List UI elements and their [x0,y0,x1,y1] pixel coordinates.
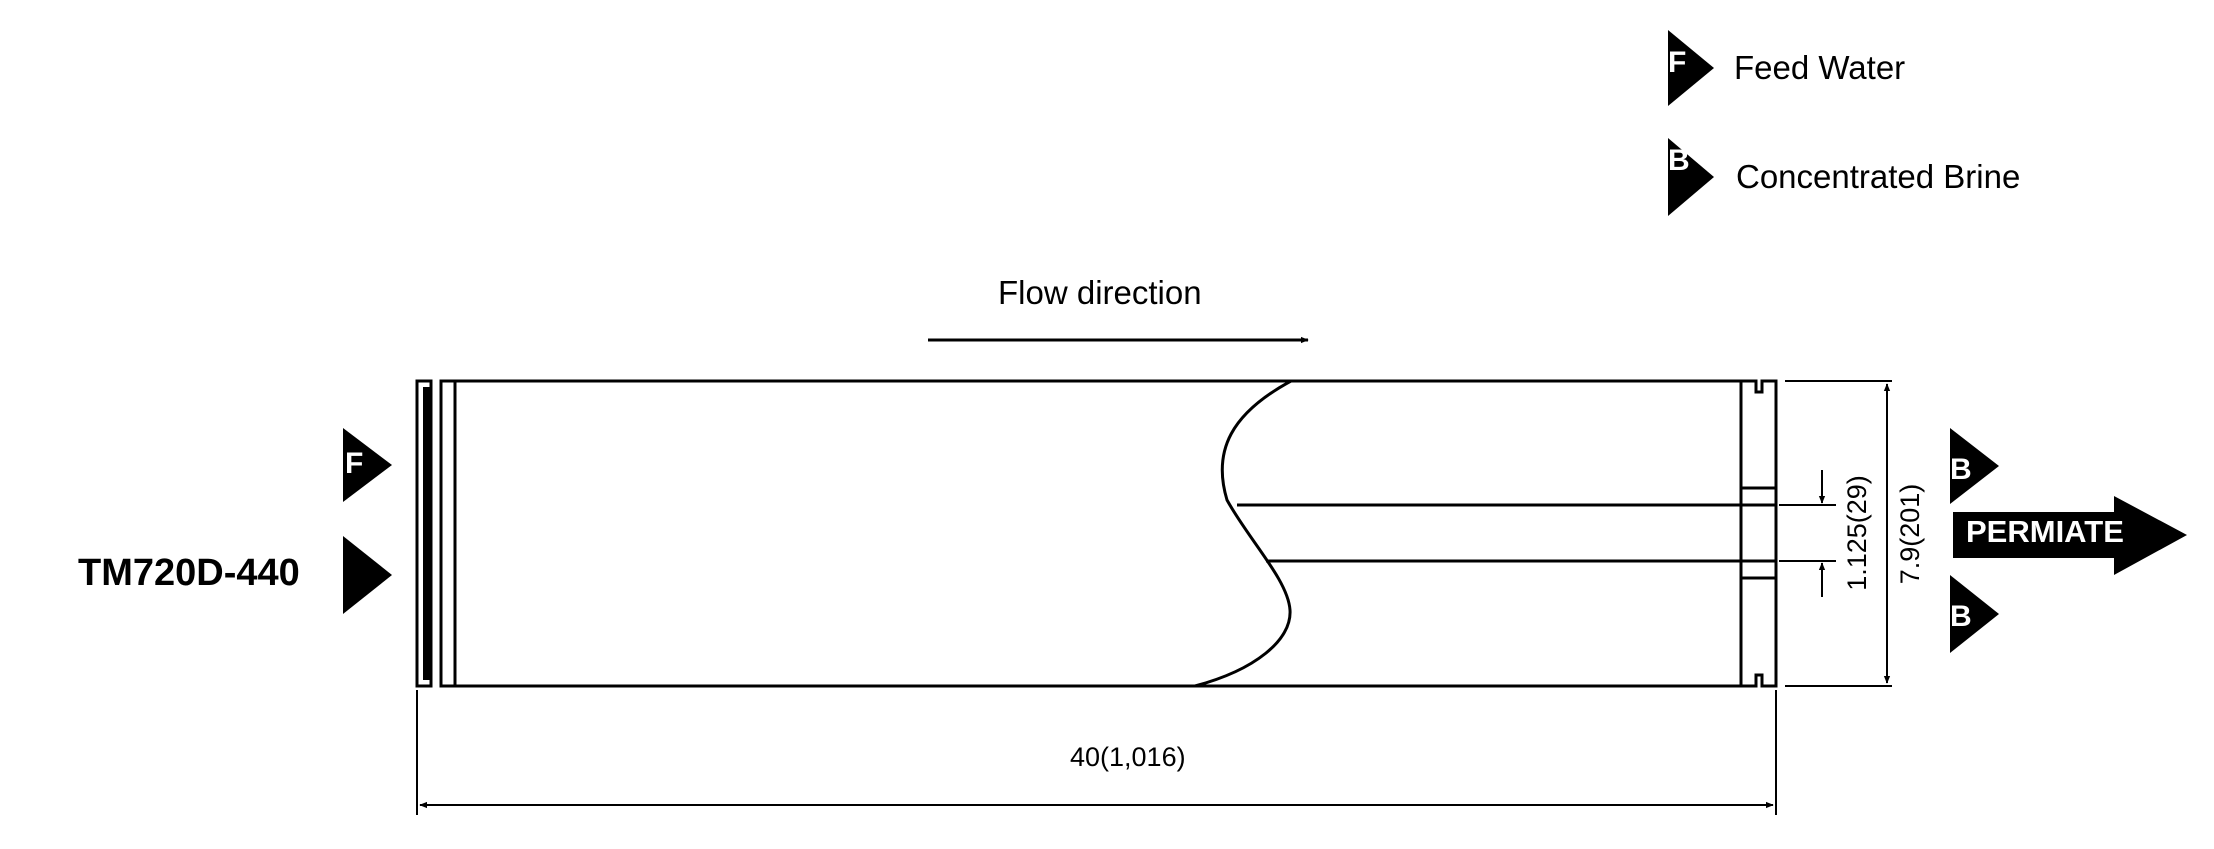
brine-outlet-marker-top: B [1950,453,1972,486]
element-housing [453,379,1743,688]
permeate-tube-dimension [1779,470,1836,597]
permeate-outlet-label: PERMIATE [1966,514,2124,549]
legend-brine-label: Concentrated Brine [1736,158,2020,195]
feed-inlet-marker: F [345,447,363,480]
feed-marker-triangle [1668,30,1714,106]
outlet-end-cap [1739,379,1778,688]
model-label: TM720D-440 [78,552,300,594]
permeate-outlet-arrow [1953,496,2187,575]
main-inlet-triangle [343,536,392,614]
legend-feed-marker: F [1668,46,1686,79]
inlet-end-ring [439,379,457,688]
legend-feed-label: Feed Water [1734,49,1905,86]
permeate-tube-dimension-label: 1.125(29) [1842,475,1872,591]
brine-outlet-marker-bottom: B [1950,600,1972,633]
legend-brine-marker: B [1668,144,1690,177]
brine-outlet-triangle-top [1950,428,1999,504]
brine-outlet-triangle-bottom [1950,575,1999,653]
legend-feed-entry: F Feed Water [1668,30,1905,106]
diameter-dimension-label: 7.9(201) [1895,484,1925,585]
flow-direction: Flow direction [928,274,1309,344]
diameter-dimension [1785,380,1892,687]
outlet-markers: B PERMIATE B [1950,428,2187,653]
flow-direction-label: Flow direction [998,274,1202,311]
inlet-markers: F [343,428,392,614]
length-dimension-label: 40(1,016) [1070,742,1186,772]
length-dimension [416,690,1777,815]
legend-brine-entry: B Concentrated Brine [1668,138,2020,216]
legend: F Feed Water B Concentrated Brine [1668,30,2020,216]
inlet-seal [423,387,431,680]
membrane-element [415,379,1778,688]
brine-marker-triangle [1668,138,1714,216]
feed-inlet-triangle [343,428,392,502]
cutaway-edge [1194,379,1292,688]
